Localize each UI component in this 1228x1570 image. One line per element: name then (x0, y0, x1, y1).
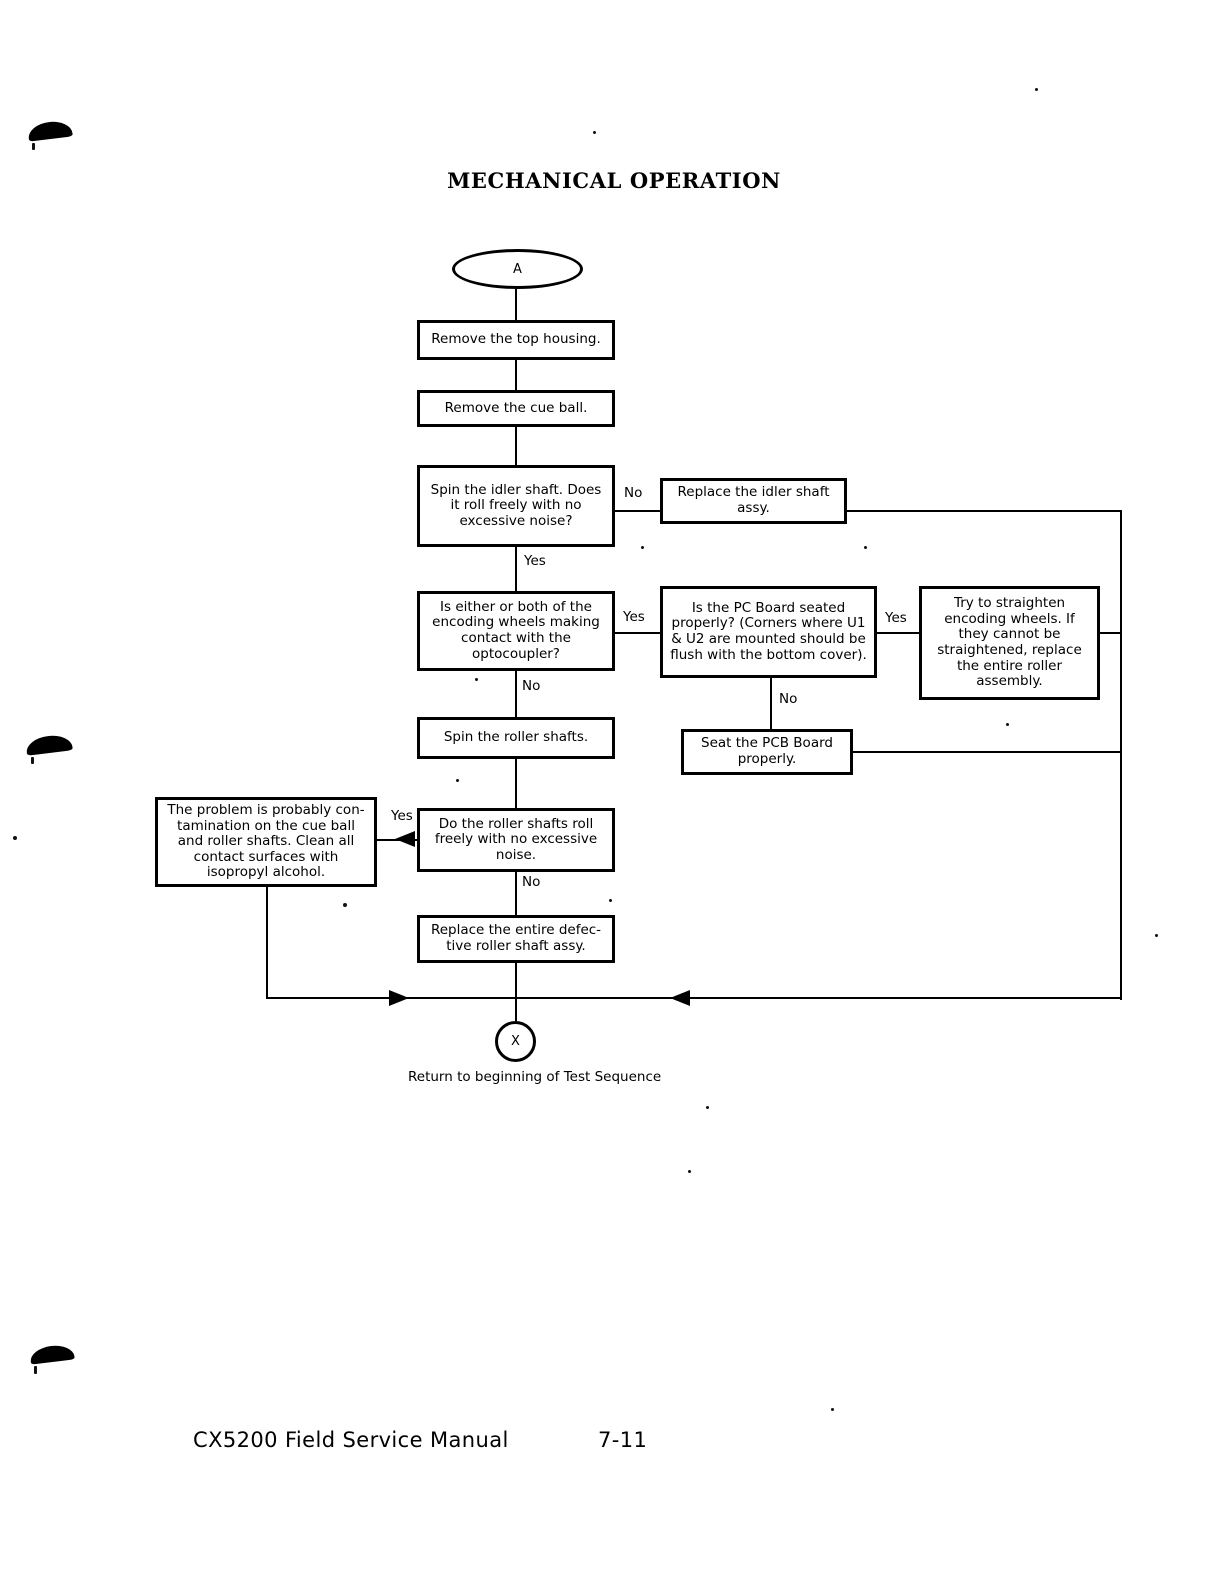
connector-x-label: X (511, 1034, 520, 1049)
node-label: Is the PC Board seated properly? (Corner… (670, 599, 867, 663)
node-label: Remove the cue ball. (444, 399, 588, 416)
dust-speck (456, 779, 459, 782)
node-pc-board-seated: Is the PC Board seated properly? (Corner… (660, 586, 877, 678)
dust-speck (831, 1408, 834, 1411)
edge-replace-roller-down (515, 963, 517, 1021)
edge-straighten-to-bus (1100, 632, 1122, 634)
footer-page-number: 7-11 (598, 1428, 648, 1452)
connector-x-circle: X (495, 1021, 536, 1062)
node-replace-roller-shaft: Replace the entire defec-tive roller sha… (417, 915, 615, 963)
node-label: Try to straighten encoding wheels. If th… (937, 595, 1082, 690)
dust-speck (593, 131, 596, 134)
edge-a-to-top-housing (515, 289, 517, 320)
connector-a-label: A (513, 261, 522, 277)
node-encoding-wheels: Is either or both of the encoding wheels… (417, 591, 615, 671)
page-title: MECHANICAL OPERATION (447, 168, 781, 193)
edge-label-encoding-yes: Yes (622, 609, 646, 625)
edge-encoding-no (515, 671, 517, 717)
dust-speck (688, 1170, 691, 1173)
edge-idler-yes (515, 547, 517, 591)
dust-speck (706, 1106, 709, 1109)
node-label: Spin the roller shafts. (443, 729, 589, 746)
edge-pcboard-no (770, 678, 772, 729)
flowchart-caption: Return to beginning of Test Sequence (408, 1069, 662, 1085)
dust-speck (13, 836, 17, 840)
node-spin-roller-shafts: Spin the roller shafts. (417, 717, 615, 759)
node-label: The problem is probably con-tamination o… (167, 801, 365, 881)
edge-encoding-yes (615, 632, 660, 634)
footer-manual-title: CX5200 Field Service Manual (193, 1428, 509, 1452)
edge-cue-ball-to-idler (515, 427, 517, 465)
scan-speck-bottom (34, 1366, 37, 1374)
edge-pcboard-yes (877, 632, 919, 634)
node-label: Replace the entire defec-tive roller sha… (430, 922, 602, 954)
node-label: Seat the PCB Board properly. (701, 735, 833, 767)
arrowhead-to-contamination (395, 831, 415, 847)
edge-roller-shafts-down (515, 759, 517, 808)
node-label: Replace the idler shaft assy. (677, 484, 830, 516)
node-remove-cue-ball: Remove the cue ball. (417, 390, 615, 427)
edge-label-roller-no: No (521, 874, 542, 890)
dust-speck (343, 903, 347, 907)
edge-seat-pcb-to-bus (853, 751, 1122, 753)
dust-speck (609, 899, 612, 902)
node-replace-idler-shaft: Replace the idler shaft assy. (660, 478, 847, 524)
edge-roller-no (515, 872, 517, 915)
dust-speck (1035, 88, 1038, 91)
edge-replace-idler-to-bus (847, 510, 1122, 512)
edge-label-pcboard-yes: Yes (884, 610, 908, 626)
dust-speck (475, 678, 478, 681)
dust-speck (1006, 723, 1009, 726)
scan-speck-middle (31, 757, 34, 764)
node-label: Is either or both of the encoding wheels… (432, 598, 600, 662)
node-straighten-wheels: Try to straighten encoding wheels. If th… (919, 586, 1100, 700)
dust-speck (864, 546, 867, 549)
edge-top-housing-to-cue-ball (515, 360, 517, 390)
node-roller-shafts-roll: Do the roller shafts roll freely with no… (417, 808, 615, 872)
scan-artifact-bottom (29, 1343, 75, 1365)
edge-label-pcboard-no: No (778, 691, 799, 707)
node-remove-top-housing: Remove the top housing. (417, 320, 615, 360)
edge-label-idler-no: No (623, 485, 644, 501)
node-seat-pcb-board: Seat the PCB Board properly. (681, 729, 853, 775)
edge-label-encoding-no: No (521, 678, 542, 694)
node-contamination: The problem is probably con-tamination o… (155, 797, 377, 887)
node-label: Spin the idler shaft. Does it roll freel… (430, 481, 602, 529)
scan-artifact-middle (25, 733, 73, 756)
scan-artifact-top (27, 119, 73, 142)
connector-a-oval: A (452, 249, 583, 289)
node-label: Do the roller shafts roll freely with no… (434, 815, 598, 863)
node-label: Remove the top housing. (431, 331, 601, 348)
edge-right-bus (1120, 510, 1122, 1000)
edge-idler-no (615, 510, 660, 512)
edge-return-bus (266, 997, 1122, 999)
edge-label-roller-yes: Yes (390, 808, 414, 824)
edge-label-idler-yes: Yes (523, 553, 547, 569)
scan-speck-top (32, 143, 35, 150)
node-spin-idler-shaft: Spin the idler shaft. Does it roll freel… (417, 465, 615, 547)
dust-speck (1155, 934, 1158, 937)
arrowhead-return-right (670, 990, 690, 1006)
edge-contamination-down (266, 887, 268, 998)
dust-speck (641, 546, 644, 549)
